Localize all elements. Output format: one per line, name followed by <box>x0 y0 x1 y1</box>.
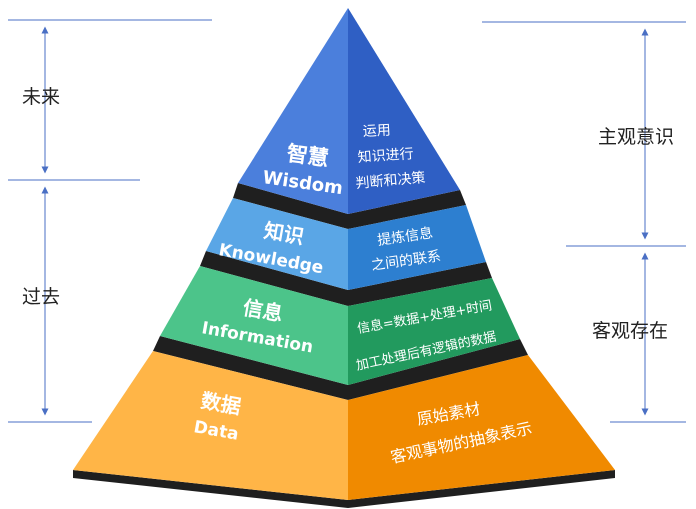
wisdom-zh-label: 智慧 <box>285 141 330 171</box>
subjective-label: 主观意识 <box>598 126 675 148</box>
gap-wisdom-knowledge <box>233 183 466 229</box>
data-front-face <box>73 351 348 500</box>
objective-label: 客观存在 <box>592 320 669 342</box>
layer-data <box>73 351 615 500</box>
layer-information <box>160 266 520 385</box>
layer-knowledge <box>206 198 486 290</box>
wisdom-desc-line-3: 判断和决策 <box>355 169 426 192</box>
knowledge-front-face <box>206 198 348 290</box>
layer-gaps <box>73 183 615 508</box>
data-side-face <box>348 355 615 500</box>
past-label: 过去 <box>22 286 61 308</box>
wisdom-front-face <box>238 8 348 214</box>
gap-information-data <box>153 336 528 400</box>
left-guides <box>8 19 212 423</box>
future-label: 未来 <box>22 86 61 108</box>
wisdom-side-face <box>348 8 460 214</box>
wisdom-desc-line-1: 运用 <box>362 123 391 140</box>
knowledge-side-face <box>348 205 486 290</box>
gap-knowledge-information <box>200 251 492 306</box>
information-side-face <box>348 278 520 385</box>
wisdom-desc-line-2: 知识进行 <box>357 145 414 166</box>
information-front-face <box>160 266 348 385</box>
gap-base-shadow <box>73 470 615 508</box>
layer-wisdom <box>238 8 460 214</box>
right-guides <box>482 21 686 423</box>
